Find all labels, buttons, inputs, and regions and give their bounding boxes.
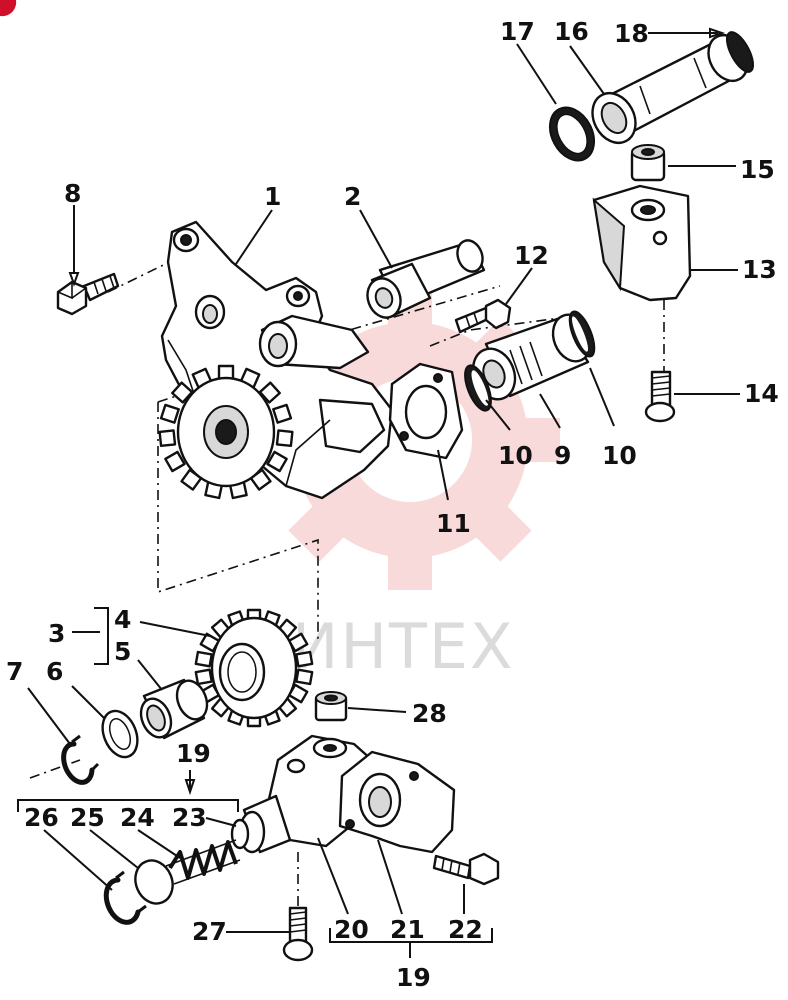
o-ring-10-left	[464, 364, 492, 412]
spring-24	[165, 839, 241, 885]
bolt-27	[282, 906, 314, 962]
callout-6: 6	[46, 657, 63, 686]
callout-17: 17	[500, 17, 535, 46]
callout-10-left: 10	[498, 441, 533, 470]
o-ring-10-right	[568, 310, 596, 358]
callout-numbers: 1 2 3 4 5 6 7 8 9 10 10 11 12 13 14 15 1…	[6, 17, 779, 992]
bolt-14	[644, 370, 676, 423]
bushing-15	[630, 144, 666, 182]
callout-19-bottom: 19	[396, 963, 431, 992]
callout-28: 28	[412, 699, 447, 728]
callout-20: 20	[334, 915, 369, 944]
callout-2: 2	[344, 182, 361, 211]
callout-9: 9	[554, 441, 571, 470]
callout-1: 1	[264, 182, 281, 211]
leader-lines	[17, 27, 740, 958]
bolt-22	[432, 852, 500, 886]
callout-21: 21	[390, 915, 425, 944]
bushing-5	[139, 678, 209, 740]
bushing-28	[314, 691, 348, 722]
callout-11: 11	[436, 509, 471, 538]
callout-22: 22	[448, 915, 483, 944]
callout-4: 4	[114, 605, 131, 634]
callout-12: 12	[514, 241, 549, 270]
callout-24: 24	[120, 803, 155, 832]
snap-ring-7	[61, 734, 100, 785]
callout-23: 23	[172, 803, 207, 832]
callout-14: 14	[744, 379, 779, 408]
callout-19-top: 19	[176, 739, 211, 768]
callout-3: 3	[48, 619, 65, 648]
oil-pipe-16-18	[591, 31, 755, 145]
snap-ring-26	[103, 870, 147, 925]
callout-10-right: 10	[602, 441, 637, 470]
bracket-13	[592, 184, 692, 302]
sleeve-2	[366, 239, 486, 319]
drive-gear-on-housing	[158, 364, 294, 500]
gasket-11	[388, 362, 464, 460]
callout-16: 16	[554, 17, 589, 46]
callout-25: 25	[70, 803, 105, 832]
callout-7: 7	[6, 657, 23, 686]
callout-15: 15	[740, 155, 775, 184]
callout-13: 13	[742, 255, 777, 284]
bolt-8	[56, 272, 120, 316]
plunger-25	[134, 859, 174, 905]
callout-27: 27	[192, 917, 227, 946]
cover-21	[338, 750, 456, 854]
washer-6	[101, 709, 139, 759]
bolt-12	[454, 298, 512, 334]
o-ring-17	[548, 106, 596, 162]
gear-4	[194, 608, 314, 728]
callout-18: 18	[614, 19, 649, 48]
callout-8: 8	[64, 179, 81, 208]
callout-26: 26	[24, 803, 59, 832]
watermark-text: ИНТЕХ	[292, 610, 515, 683]
corner-marker	[0, 0, 17, 17]
callout-5: 5	[114, 637, 131, 666]
